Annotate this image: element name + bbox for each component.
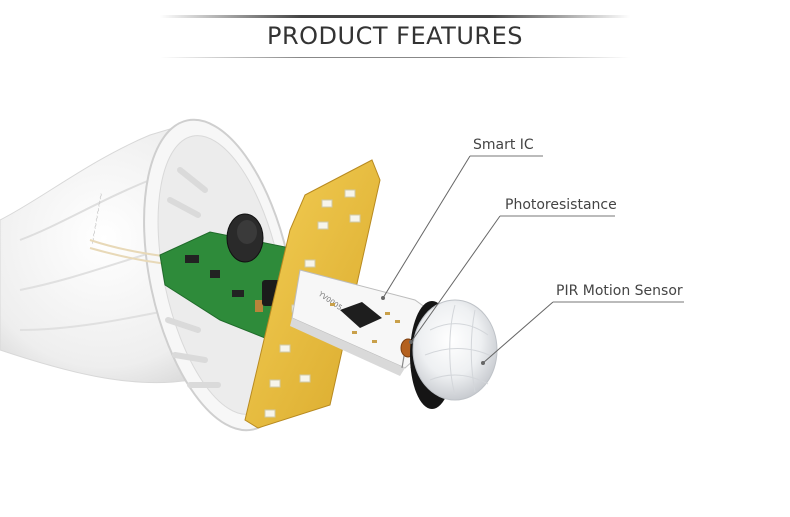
callout-dot [481,361,485,365]
callout-line-photoresistance [410,215,501,343]
callout-dot [381,296,385,300]
header: PRODUCT FEATURES [0,0,790,70]
callout-photoresistance: Photoresistance [505,197,617,213]
callout-dot [409,340,413,344]
sensor-board: YV0005 [290,269,441,376]
callout-line-pir [482,301,554,364]
header-top-rule [160,15,630,18]
driver-board [159,213,301,341]
header-bottom-rule [160,57,630,58]
callout-smart-ic: Smart IC [473,137,534,153]
page-title: PRODUCT FEATURES [267,22,523,50]
callout-pir-sensor: PIR Motion Sensor [556,283,683,299]
callout-line-smart-ic [382,155,471,299]
pir-sensor [410,299,498,409]
